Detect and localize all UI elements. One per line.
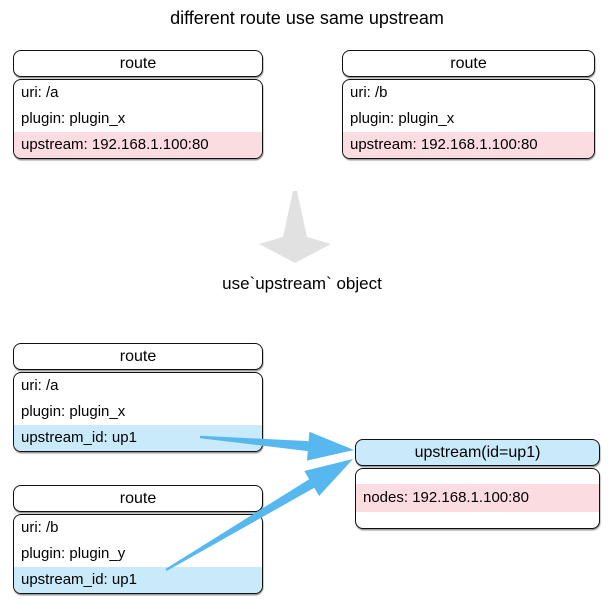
route-node-body: uri: /a plugin: plugin_x upstream: 192.1… [13,79,263,159]
route-node-header: route [13,343,263,370]
transform-down-arrow-icon [259,191,331,263]
uri-row: uri: /b [350,84,388,101]
diagram-subtitle: use`upstream` object [222,274,382,293]
uri-row: uri: /a [21,377,59,394]
plugin-row: plugin: plugin_x [21,403,126,420]
plugin-row: plugin: plugin_x [350,110,455,127]
route-node-body: uri: /b plugin: plugin_y upstream_id: up… [13,514,263,594]
upstream-id-row: upstream_id: up1 [14,425,262,451]
upstream-row: upstream: 192.168.1.100:80 [343,132,594,158]
uri-row: uri: /b [21,519,59,536]
plugin-row: plugin: plugin_y [21,545,126,562]
diagram-title: different route use same upstream [170,8,444,28]
route-node-a-before: route uri: /a plugin: plugin_x upstream:… [13,50,263,159]
upstream-node-header: upstream(id=up1) [355,439,600,466]
route-node-header: route [13,485,263,512]
upstream-node-body: nodes: 192.168.1.100:80 [355,468,600,529]
route-node-body: uri: /b plugin: plugin_x upstream: 192.1… [342,79,595,159]
route-node-header: route [342,50,595,77]
plugin-row: plugin: plugin_x [21,110,126,127]
upstream-row: upstream: 192.168.1.100:80 [14,132,262,158]
upstream-id-row: upstream_id: up1 [14,567,262,593]
uri-row: uri: /a [21,84,59,101]
nodes-row: nodes: 192.168.1.100:80 [356,484,599,512]
route-node-b-after: route uri: /b plugin: plugin_y upstream_… [13,485,263,594]
route-node-b-before: route uri: /b plugin: plugin_x upstream:… [342,50,595,159]
route-node-header: route [13,50,263,77]
route-node-a-after: route uri: /a plugin: plugin_x upstream_… [13,343,263,452]
route-node-body: uri: /a plugin: plugin_x upstream_id: up… [13,372,263,452]
upstream-node: upstream(id=up1) nodes: 192.168.1.100:80 [355,439,600,529]
